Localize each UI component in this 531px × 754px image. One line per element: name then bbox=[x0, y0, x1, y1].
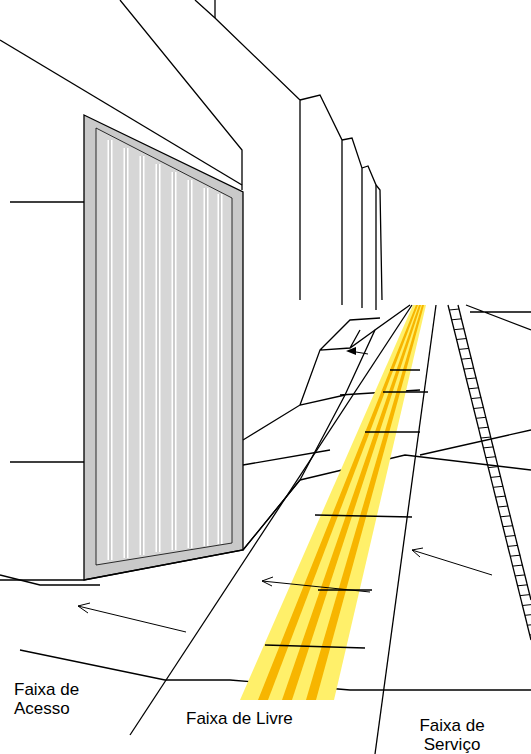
gate-base bbox=[0, 575, 100, 585]
tactile-line bbox=[258, 305, 418, 700]
gate bbox=[84, 115, 243, 580]
tactile-floor bbox=[240, 305, 428, 700]
building-wall bbox=[214, 0, 215, 18]
tactile-strip bbox=[240, 305, 426, 700]
building-wall bbox=[376, 185, 382, 300]
flow-arrows bbox=[78, 351, 492, 632]
arrow-head bbox=[346, 347, 356, 355]
gate-frame bbox=[84, 115, 243, 580]
tactile-line bbox=[306, 305, 424, 700]
building-wall bbox=[300, 95, 342, 305]
strip-label: Faixa de Serviço bbox=[392, 716, 512, 754]
flow-arrow bbox=[78, 603, 186, 632]
strip-label: Faixa de Livre bbox=[186, 709, 346, 728]
building-wall bbox=[342, 138, 362, 308]
tactile-line bbox=[282, 305, 421, 700]
flow-arrow bbox=[262, 577, 370, 592]
street-edge bbox=[466, 305, 531, 330]
building-wall bbox=[362, 166, 376, 310]
gate-panel bbox=[96, 128, 232, 565]
gate-bars bbox=[110, 140, 220, 560]
facade-line bbox=[10, 202, 84, 462]
curb-rail bbox=[458, 305, 531, 600]
flow-arrow bbox=[412, 548, 492, 575]
gate-bar-edges bbox=[110, 140, 220, 560]
curb-rail bbox=[448, 305, 531, 640]
sidewalk bbox=[0, 305, 531, 754]
curb-rungs bbox=[449, 309, 531, 635]
cross-line bbox=[265, 370, 428, 648]
strip-label: Faixa de Acesso bbox=[14, 680, 114, 718]
